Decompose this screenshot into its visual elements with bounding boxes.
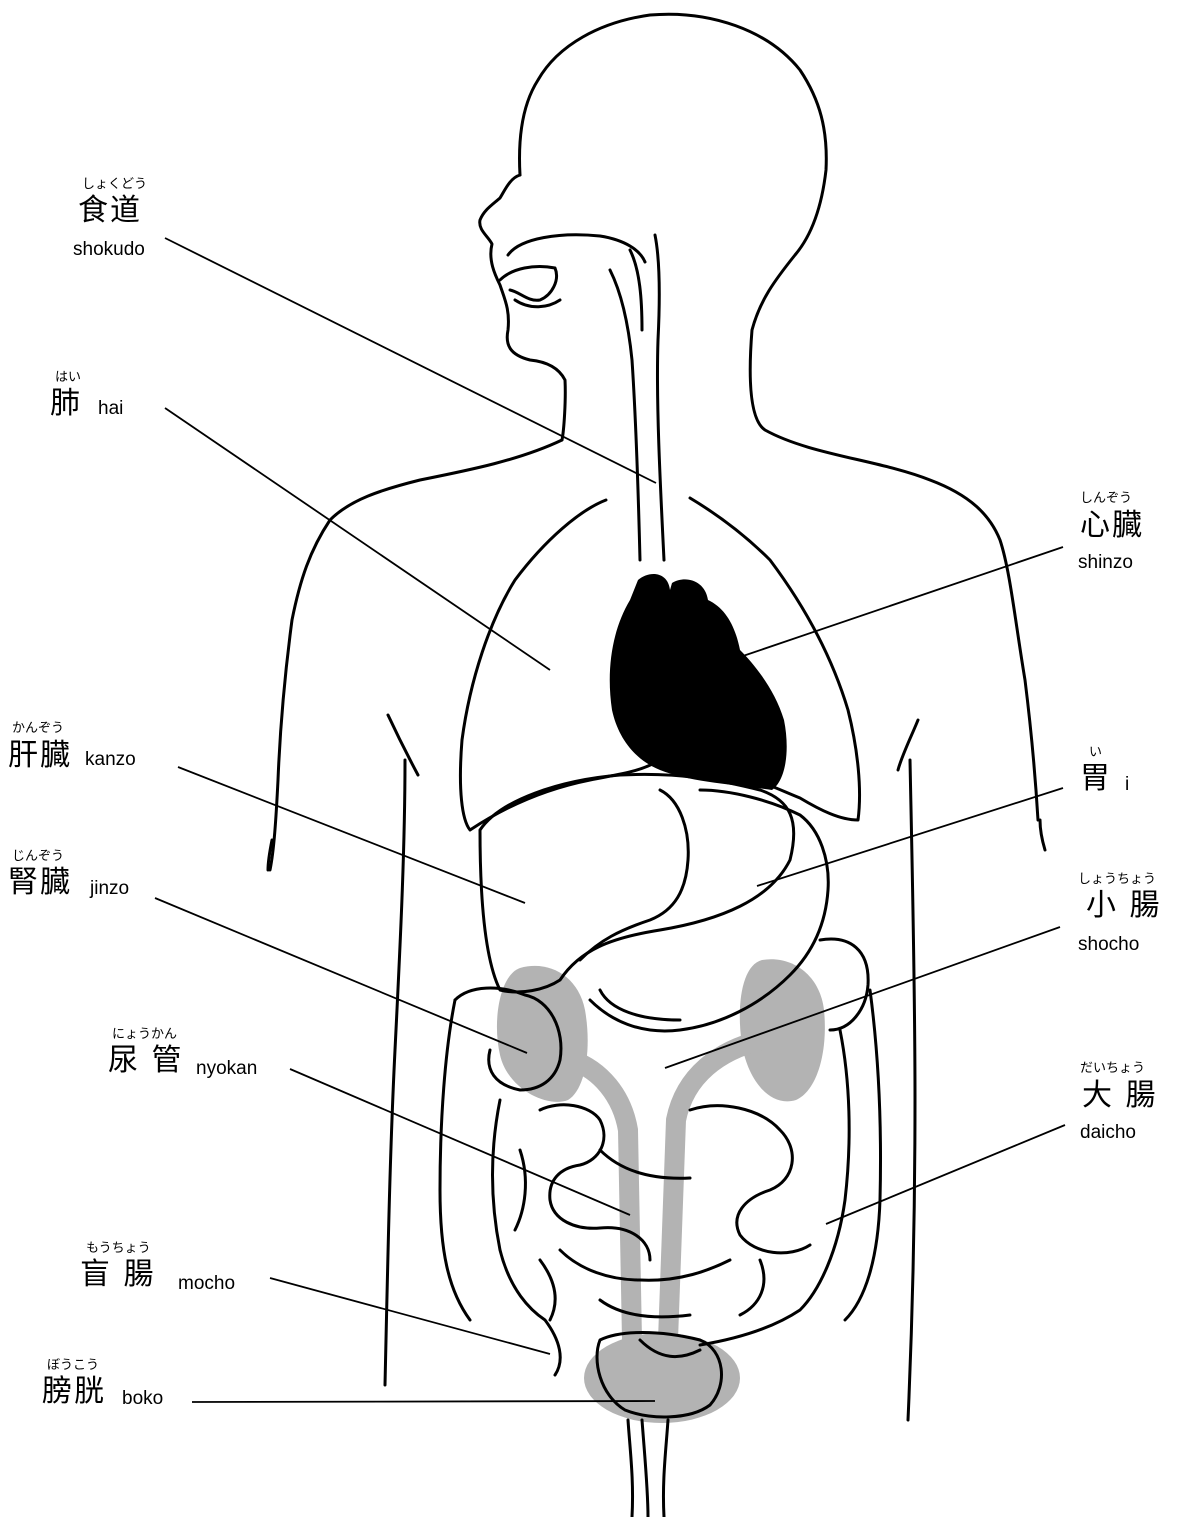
leader-line-jinzo: [155, 898, 527, 1053]
bladder-shape: [584, 1333, 740, 1423]
ruby-boko: ぼうこう: [47, 1359, 99, 1372]
romaji-kanzo: kanzo: [85, 750, 136, 769]
kanji-hai: 肺: [50, 389, 82, 419]
romaji-nyokan: nyokan: [196, 1059, 257, 1078]
romaji-daicho: daicho: [1080, 1123, 1136, 1142]
kanji-nyokan: 尿 管: [108, 1046, 184, 1076]
ruby-shinzo: しんぞう: [1080, 492, 1132, 505]
kanji-boko: 膀胱: [42, 1377, 106, 1407]
left-ureter: [668, 1040, 762, 1340]
romaji-jinzo: jinzo: [90, 879, 129, 898]
ruby-hai: はい: [55, 371, 81, 384]
leader-line-hai: [165, 408, 550, 670]
kanji-i: 胃: [1080, 764, 1112, 794]
right-kidney-shape: [497, 966, 588, 1102]
ruby-mocho: もうちょう: [86, 1242, 151, 1255]
kanji-mocho: 盲 腸: [80, 1260, 156, 1290]
ruby-nyokan: にょうかん: [112, 1028, 177, 1041]
leader-line-boko: [192, 1401, 655, 1402]
kanji-shocho: 小 腸: [1086, 891, 1162, 921]
ruby-jinzo: じんぞう: [12, 850, 64, 863]
ruby-daicho: だいちょう: [1080, 1062, 1145, 1075]
romaji-shinzo: shinzo: [1078, 553, 1133, 572]
romaji-hai: hai: [98, 399, 123, 418]
leader-line-shokudo: [165, 238, 656, 483]
romaji-boko: boko: [122, 1389, 163, 1408]
romaji-shocho: shocho: [1078, 935, 1139, 954]
kanji-daicho: 大 腸: [1082, 1081, 1158, 1111]
romaji-mocho: mocho: [178, 1274, 235, 1293]
romaji-shokudo: shokudo: [73, 240, 145, 259]
ruby-shokudo: しょくどう: [82, 178, 147, 191]
leader-line-shinzo: [740, 547, 1063, 657]
kanji-shokudo: 食道: [78, 196, 142, 226]
ruby-shocho: しょうちょう: [1078, 873, 1156, 886]
ruby-kanzo: かんぞう: [12, 722, 64, 735]
leader-line-mocho: [270, 1278, 550, 1354]
ruby-i: い: [1089, 746, 1102, 759]
leader-line-shocho: [665, 927, 1060, 1068]
right-ureter: [572, 1060, 632, 1340]
leader-line-kanzo: [178, 767, 525, 903]
romaji-i: i: [1125, 775, 1129, 794]
kanji-jinzo: 腎臓: [8, 868, 72, 898]
heart-shape: [610, 574, 787, 790]
leader-line-nyokan: [290, 1069, 630, 1215]
leader-line-daicho: [826, 1125, 1065, 1224]
kanji-shinzo: 心臓: [1080, 511, 1144, 541]
kanji-kanzo: 肝臓: [8, 741, 72, 771]
